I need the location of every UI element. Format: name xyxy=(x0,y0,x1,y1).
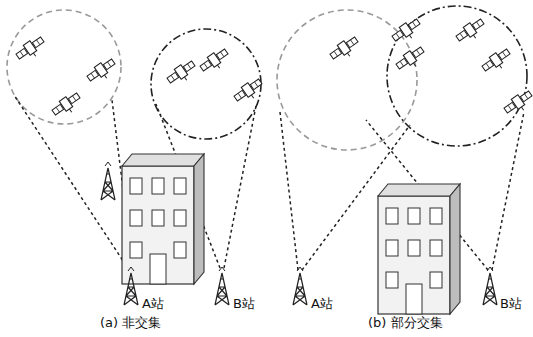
station-label: A站 xyxy=(311,296,333,312)
panel-caption: (a) 非交集 xyxy=(100,315,161,331)
station-label: A站 xyxy=(142,296,164,312)
panel-caption: (b) 部分交集 xyxy=(368,315,443,331)
station-label: B站 xyxy=(500,296,522,312)
station-label: B站 xyxy=(233,296,255,312)
